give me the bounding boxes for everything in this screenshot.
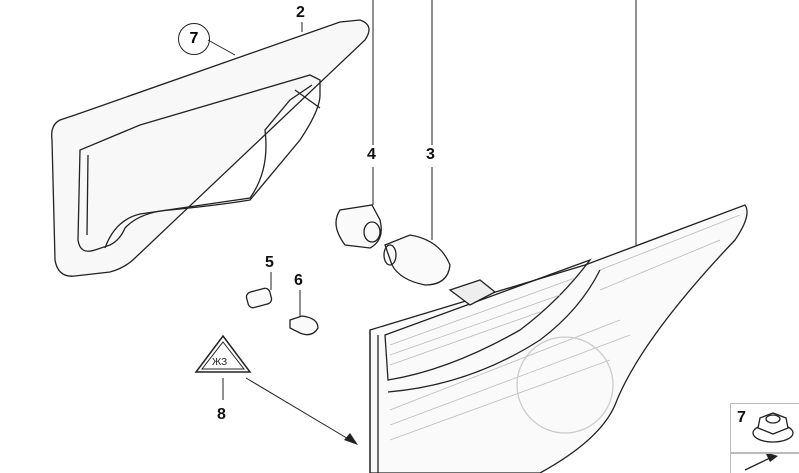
callout-7-circled: 7 (178, 23, 210, 55)
inset-nut-box: 7 (730, 403, 799, 454)
callout-8: 8 (217, 406, 226, 423)
callout-4: 4 (367, 146, 376, 163)
inset-callout-7: 7 (737, 409, 746, 426)
inset-arrow-box (730, 452, 799, 473)
svg-text:ЖЗ: ЖЗ (212, 357, 227, 368)
bulb-part (383, 234, 451, 286)
flange-nut-icon (752, 412, 794, 443)
gasket-part (51, 19, 370, 277)
arrow-icon (744, 452, 778, 471)
warning-triangle-icon: ЖЗ (194, 334, 252, 373)
tail-lamp-part (369, 204, 748, 473)
callout-6: 6 (294, 272, 303, 289)
small-bulb-parts (245, 287, 319, 336)
callout-3: 3 (426, 146, 435, 163)
callout-2: 2 (296, 4, 305, 21)
bulb-socket-part (335, 204, 382, 249)
callout-5: 5 (265, 254, 274, 271)
leader-lines (207, 0, 637, 441)
